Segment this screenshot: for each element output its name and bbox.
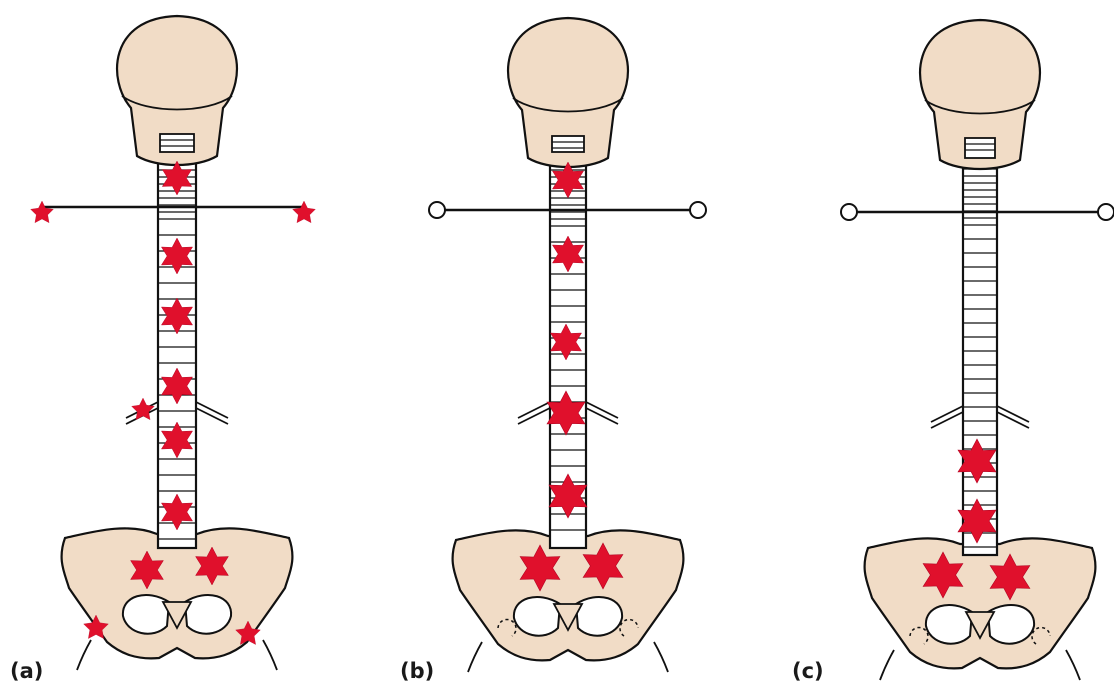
right-obturator <box>185 595 231 634</box>
panel-label: (b) <box>400 659 434 683</box>
left-obturator <box>514 597 560 636</box>
right-obturator <box>576 597 622 636</box>
cervical-spine <box>552 136 584 152</box>
left-obturator <box>926 605 972 644</box>
right-shoulder-joint <box>690 202 706 218</box>
left-obturator <box>123 595 169 634</box>
skeleton-panel-2: (b) <box>400 18 706 683</box>
cervical-spine <box>160 134 194 152</box>
right-obturator <box>988 605 1034 644</box>
skeleton-panel-1: (a) <box>10 16 315 683</box>
left-shoulder-joint <box>429 202 445 218</box>
lesion-star-icon <box>293 201 316 223</box>
lesion-star-icon <box>31 201 54 223</box>
pelvis <box>453 530 684 660</box>
right-shoulder-joint <box>1098 204 1114 220</box>
left-shoulder-joint <box>841 204 857 220</box>
pelvis <box>865 538 1096 668</box>
cervical-spine <box>965 138 995 158</box>
skeleton-panel-3: (c) <box>792 20 1114 683</box>
panel-label: (a) <box>10 659 43 683</box>
panel-label: (c) <box>792 659 824 683</box>
